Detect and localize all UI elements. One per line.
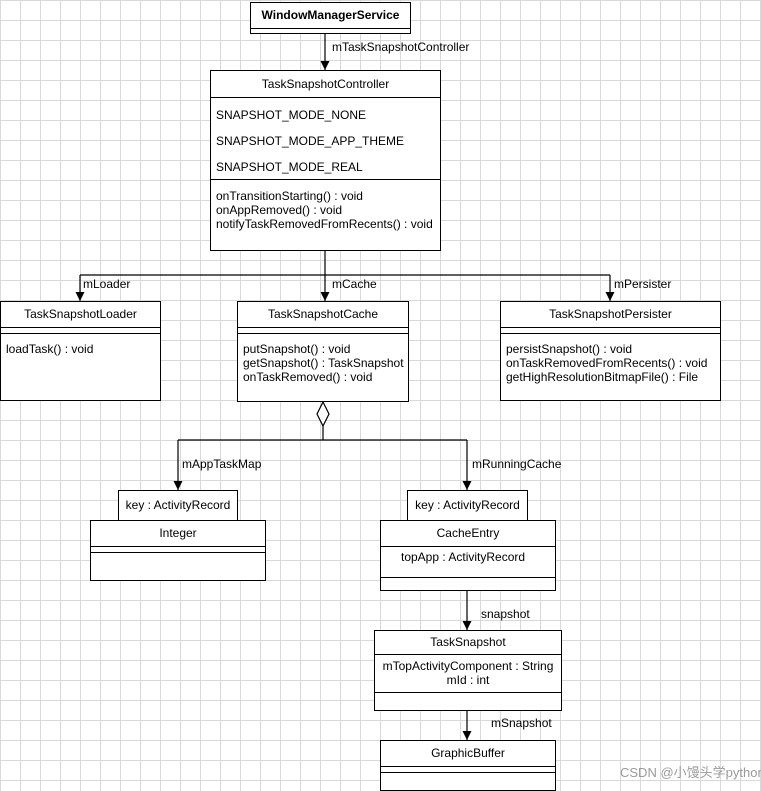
label-mrunningcache: mRunningCache	[472, 457, 562, 471]
class-task-snapshot-controller[interactable]: TaskSnapshotController SNAPSHOT_MODE_NON…	[210, 70, 441, 251]
class-name: GraphicBuffer	[381, 741, 555, 767]
class-task-snapshot[interactable]: TaskSnapshot mTopActivityComponent : Str…	[374, 630, 562, 711]
class-task-snapshot-persister[interactable]: TaskSnapshotPersister persistSnapshot() …	[500, 301, 721, 401]
watermark: CSDN @小馒头学python	[620, 765, 761, 780]
attribute: SNAPSHOT_MODE_APP_THEME	[216, 134, 405, 148]
operation-list: putSnapshot() : void getSnapshot() : Tas…	[238, 334, 408, 388]
class-name: CacheEntry	[381, 521, 555, 547]
attribute: SNAPSHOT_MODE_NONE	[216, 108, 367, 122]
operation: persistSnapshot() : void	[506, 342, 633, 356]
attribute-list: SNAPSHOT_MODE_NONE SNAPSHOT_MODE_APP_THE…	[211, 98, 440, 180]
aggregation-diamond	[316, 400, 330, 428]
class-task-snapshot-cache[interactable]: TaskSnapshotCache putSnapshot() : void g…	[237, 301, 409, 402]
class-cache-entry[interactable]: CacheEntry topApp : ActivityRecord	[380, 520, 556, 591]
class-name: TaskSnapshot	[375, 631, 561, 655]
qualifier-key-left[interactable]: key : ActivityRecord	[118, 490, 238, 521]
operation: getSnapshot() : TaskSnapshot	[243, 356, 404, 370]
class-task-snapshot-loader[interactable]: TaskSnapshotLoader loadTask() : void	[0, 301, 161, 401]
attribute-list: mTopActivityComponent : String mId : int	[375, 655, 561, 693]
class-name: Integer	[91, 521, 265, 547]
operation-list: persistSnapshot() : void onTaskRemovedFr…	[501, 334, 720, 388]
class-graphic-buffer[interactable]: GraphicBuffer	[380, 740, 556, 791]
class-name: WindowManagerService	[251, 3, 410, 29]
operation: getHighResolutionBitmapFile() : File	[506, 370, 699, 384]
attribute-list	[381, 767, 555, 773]
operation: putSnapshot() : void	[243, 342, 351, 356]
qualifier-key-right[interactable]: key : ActivityRecord	[407, 490, 528, 521]
attribute-list	[1, 328, 160, 334]
operation: onAppRemoved() : void	[216, 203, 343, 217]
label-msnapshot: mSnapshot	[491, 716, 552, 730]
attribute: mId : int	[446, 673, 490, 687]
operation: notifyTaskRemovedFromRecents() : void	[216, 217, 433, 231]
label-snapshot: snapshot	[481, 607, 530, 621]
label-mloader: mLoader	[83, 277, 131, 291]
class-window-manager-service[interactable]: WindowManagerService	[250, 2, 411, 34]
class-name: TaskSnapshotController	[211, 71, 440, 98]
operation: onTaskRemovedFromRecents() : void	[506, 356, 708, 370]
class-name: TaskSnapshotLoader	[1, 302, 160, 328]
label-mcache: mCache	[332, 277, 377, 291]
label-mapptaskmap: mAppTaskMap	[182, 457, 262, 471]
operation: onTaskRemoved() : void	[243, 370, 373, 384]
class-name: TaskSnapshotCache	[238, 302, 408, 328]
class-name: TaskSnapshotPersister	[501, 302, 720, 328]
operation: loadTask() : void	[6, 342, 94, 356]
operation-list: onTransitionStarting() : void onAppRemov…	[211, 180, 440, 235]
attribute: topApp : ActivityRecord	[401, 550, 526, 564]
operation-list: loadTask() : void	[1, 334, 160, 360]
class-integer[interactable]: Integer	[90, 520, 266, 581]
label-mtasksnapshotcontroller: mTaskSnapshotController	[332, 40, 470, 54]
operation: onTransitionStarting() : void	[216, 189, 363, 203]
attribute-list	[91, 547, 265, 553]
attribute-list	[501, 328, 720, 334]
attribute: SNAPSHOT_MODE_REAL	[216, 160, 363, 174]
attribute-list	[238, 328, 408, 334]
attribute: mTopActivityComponent : String	[382, 659, 554, 673]
label-mpersister: mPersister	[614, 277, 672, 291]
attribute-list: topApp : ActivityRecord	[381, 547, 555, 578]
